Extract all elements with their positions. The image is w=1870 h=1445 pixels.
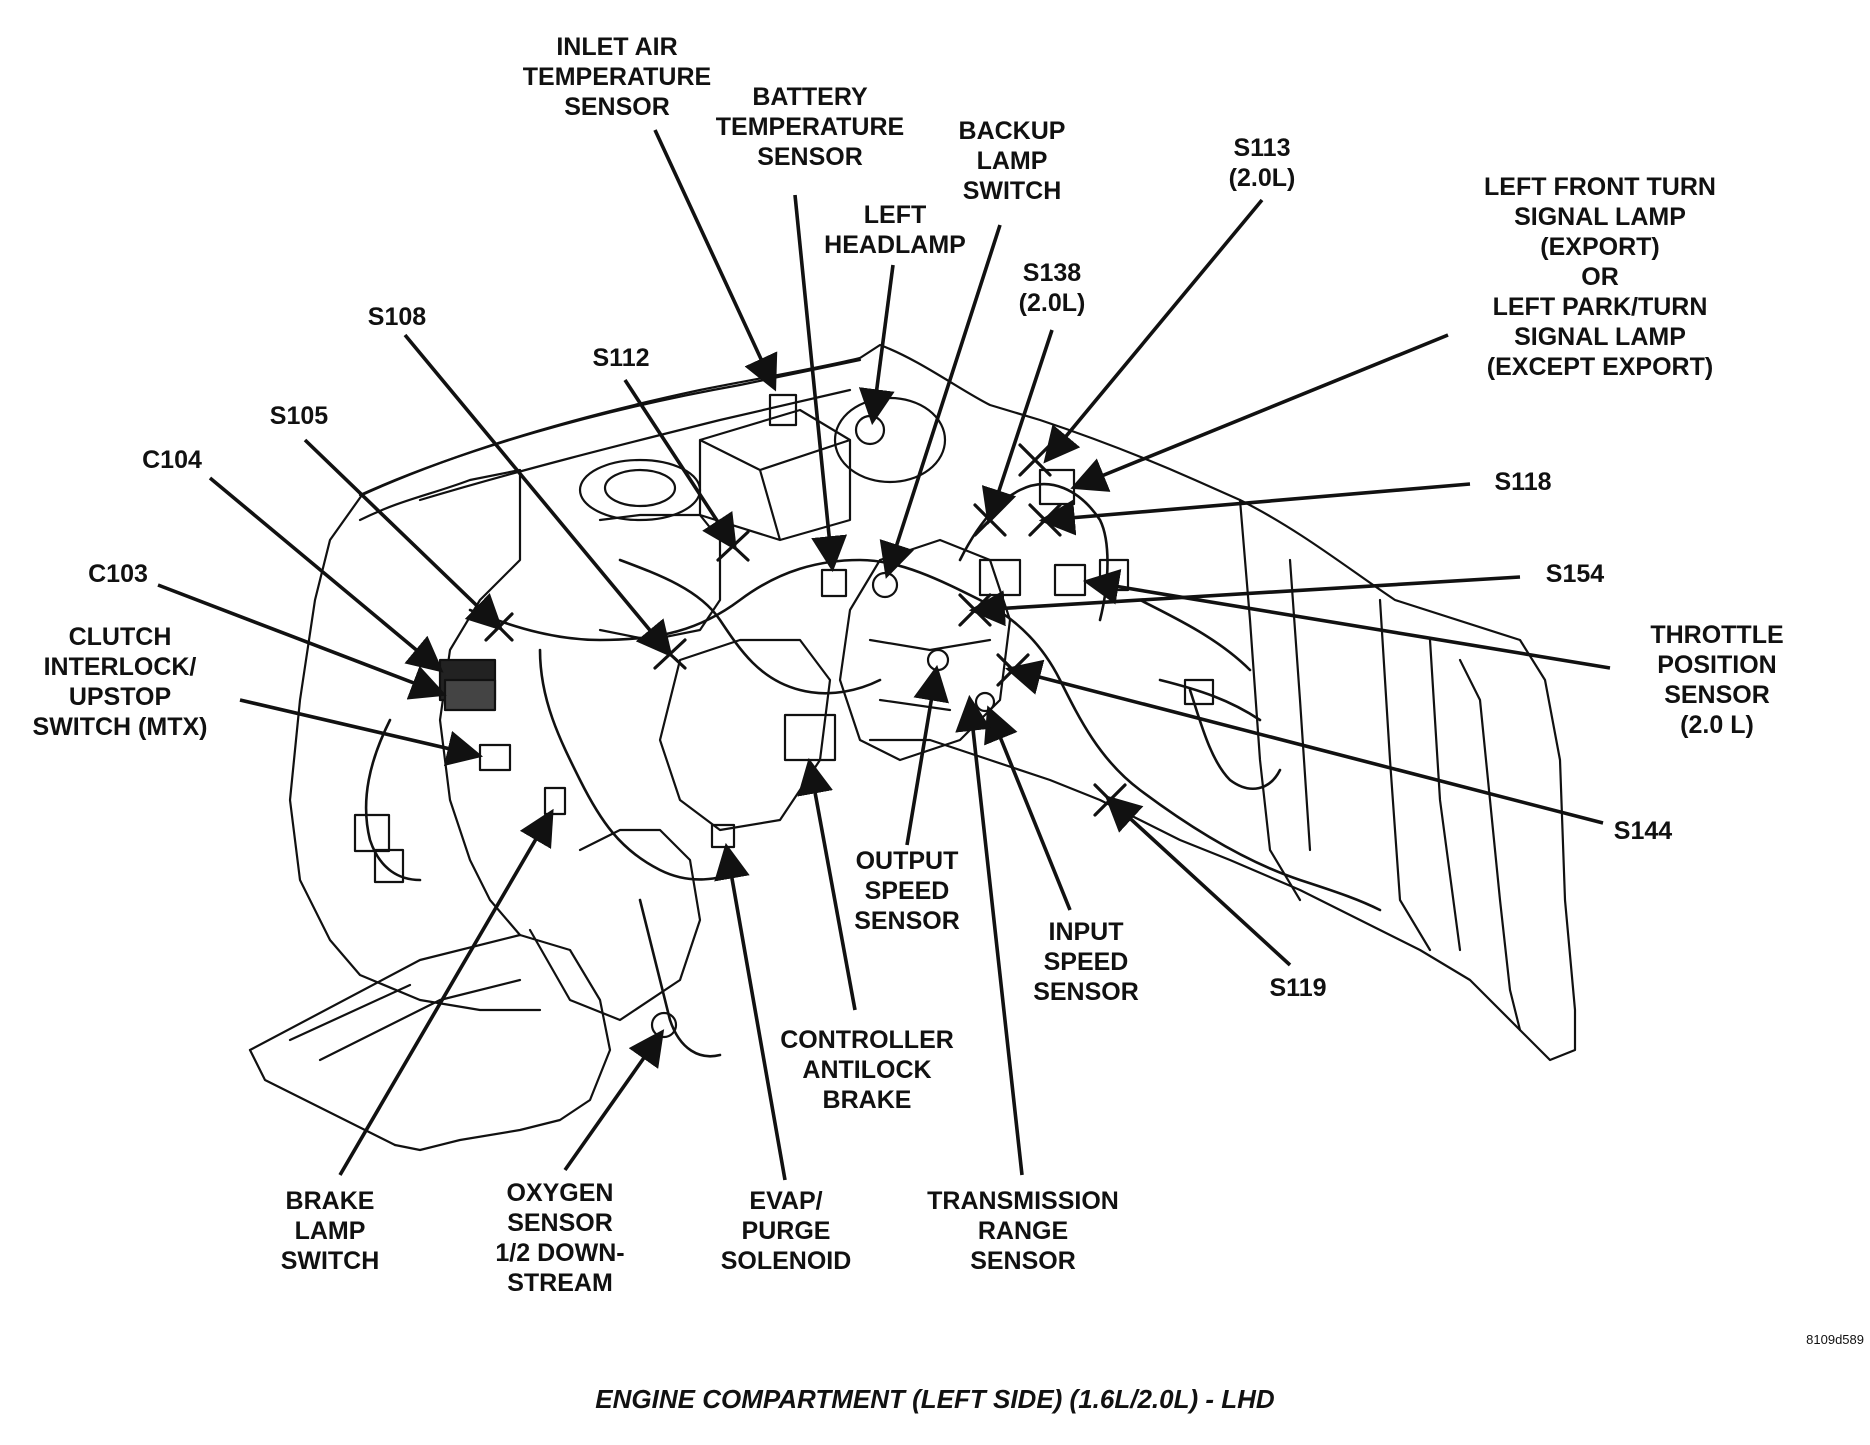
label-controller-antilock-brake: CONTROLLER ANTILOCK BRAKE [780,1026,954,1114]
abs-connector [783,713,837,762]
label-throttle-position-sensor: THROTTLE POSITION SENSOR (2.0 L) [1650,621,1784,739]
leader-s108 [403,333,673,658]
label-c103: C103 [88,560,148,588]
leader-headlamp [858,264,895,426]
input-speed-part [974,691,996,713]
backup-lamp-switch-part [871,571,899,599]
label-s119: S119 [1269,974,1327,1002]
label-evap-purge-solenoid: EVAP/ PURGE SOLENOID [720,1187,852,1275]
leader-s119 [1104,795,1292,967]
leader-input-speed [984,705,1072,911]
tps-connector [1053,563,1087,597]
left-panel-outline [288,493,542,1012]
splice-s138 [973,503,1007,537]
label-c104: C104 [142,446,202,474]
label-s112: S112 [592,344,650,372]
headlamp-bucket [833,396,947,484]
leader-brake-lamp [338,808,554,1176]
leader-s113 [1043,198,1264,464]
label-battery-temperature-sensor: BATTERY TEMPERATURE SENSOR [715,83,905,171]
label-s105: S105 [269,402,329,430]
label-left-headlamp: LEFT HEADLAMP [824,201,966,259]
label-oxygen-sensor: OXYGEN SENSOR 1/2 DOWN- STREAM [495,1179,625,1297]
label-s113: S113 (2.0L) [1228,134,1296,192]
leader-s105 [303,438,504,631]
leader-battery-temp [793,194,848,573]
diagram-caption: ENGINE COMPARTMENT (LEFT SIDE) (1.6L/2.0… [595,1384,1275,1414]
splice-s113 [1018,443,1052,477]
reference-code: 8109d589 [1806,1332,1864,1347]
leader-abs [797,757,857,1011]
label-inlet-air-temperature-sensor: INLET AIR TEMPERATURE SENSOR [522,33,712,121]
connector-c103 [443,678,497,712]
leader-lines [157,129,1611,1181]
label-input-speed-sensor: INPUT SPEED SENSOR [1033,918,1139,1006]
leader-oxygen [563,1029,665,1172]
battery-temp-connector [820,568,848,598]
label-left-front-turn-signal-lamp: LEFT FRONT TURN SIGNAL LAMP (EXPORT) OR … [1484,173,1716,381]
label-s118: S118 [1494,468,1552,496]
label-backup-lamp-switch: BACKUP LAMP SWITCH [958,117,1066,205]
leader-evap [714,842,787,1181]
leader-s138 [981,329,1054,525]
label-s138: S138 (2.0L) [1018,259,1086,317]
leader-output-speed [905,664,949,846]
label-brake-lamp-switch: BRAKE LAMP SWITCH [280,1187,380,1275]
splice-s112 [716,530,750,562]
headlamp-connector [854,414,886,446]
label-s108: S108 [367,303,427,331]
inlet-air-connector [768,393,798,427]
leader-s118 [1038,482,1471,536]
leader-c104 [208,476,444,673]
label-clutch-interlock-upstop-switch: CLUTCH INTERLOCK/ UPSTOP SWITCH (MTX) [32,623,208,741]
output-speed-part [926,648,950,672]
leader-s112 [623,379,737,552]
clutch-switch-connector [478,743,512,772]
leader-trans-range [955,694,1024,1176]
label-output-speed-sensor: OUTPUT SPEED SENSOR [854,847,960,935]
leader-tps [1082,568,1611,670]
leader-turn-lamp [1070,333,1449,492]
leader-inlet-air [653,129,778,392]
leader-backup-lamp [879,224,1002,579]
frame-rail [248,933,612,1152]
strut-support [528,828,702,1022]
radiator-support [1238,498,1462,952]
label-transmission-range-sensor: TRANSMISSION RANGE SENSOR [927,1187,1119,1275]
strut-tower [578,458,702,522]
floor-pan [248,978,522,1147]
cowl [358,358,862,502]
transaxle-housing [838,538,1012,762]
label-s154: S154 [1545,560,1605,588]
leader-s144 [1005,659,1604,825]
brake-lamp-connector [543,786,567,816]
leader-clutch [239,698,484,766]
leader-c103 [157,583,447,700]
label-s144: S144 [1613,817,1673,845]
leader-s154 [968,575,1521,627]
